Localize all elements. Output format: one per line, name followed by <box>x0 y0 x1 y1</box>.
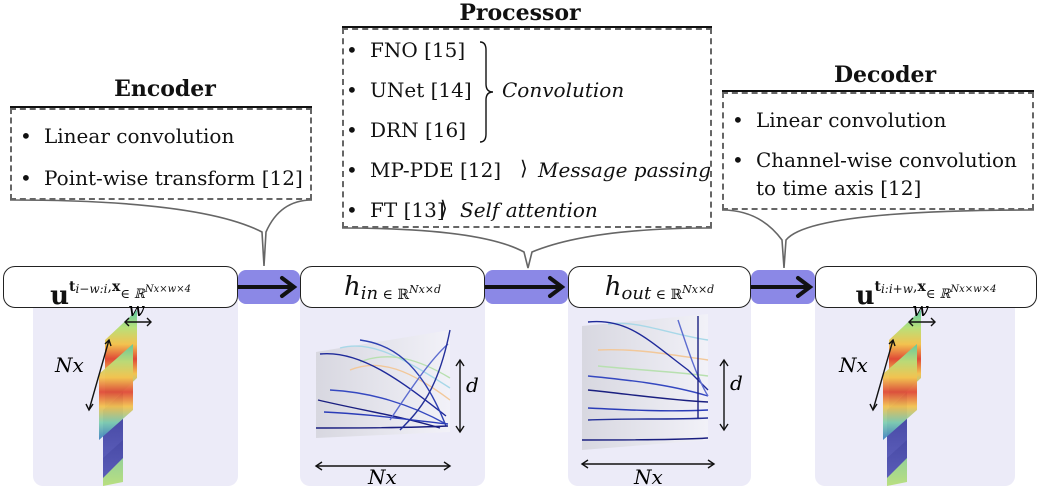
input-u-symbol: u <box>50 281 69 311</box>
processor-group-self-attention: Self attention <box>460 198 598 222</box>
encoder-item-pointwise: Point-wise transform [12] <box>44 166 303 190</box>
input-label: uti−w:i,x∈ ℝNx×w×4 <box>3 266 238 311</box>
arrows <box>236 276 814 298</box>
input-heatmap-stack: w Nx <box>54 300 152 486</box>
output-t-sup: t <box>874 279 881 295</box>
convolution-brace <box>479 41 494 143</box>
encoder-bullet-1: • <box>20 124 32 148</box>
processor-bullet-1: • <box>346 38 358 62</box>
h-out-d-label: d <box>730 371 743 395</box>
processor-title-rule <box>342 26 712 28</box>
encoder-title-rule <box>10 106 312 108</box>
processor-group-message-passing: Message passing <box>538 158 712 182</box>
output-u-symbol: u <box>855 281 875 311</box>
processor-item-drn: DRN [16] <box>370 118 467 142</box>
output-nx-label: Nx <box>838 353 868 377</box>
processor-item-unet: UNet [14] <box>370 78 472 102</box>
decoder-item-time-axis: to time axis [12] <box>756 176 922 200</box>
h-out-nx-label: Nx <box>633 465 663 486</box>
input-t-sup: t <box>68 279 76 295</box>
input-w-label: w <box>128 300 145 321</box>
self-attention-brace: ⟩ <box>440 196 448 220</box>
decoder-title: Decoder <box>833 62 937 88</box>
h-out-space: ∈ ℝ <box>655 287 683 303</box>
processor-bullet-4: • <box>346 158 358 182</box>
h-in-dims: Nx×d <box>408 283 442 296</box>
h-in-d-label: d <box>466 373 479 397</box>
processor-bullet-5: • <box>346 198 358 222</box>
h-in-space: ∈ ℝ <box>382 287 409 303</box>
input-dims: Nx×w×4 <box>144 284 191 295</box>
output-sub: i:i+w <box>880 282 913 296</box>
h-in-sub: in <box>360 283 379 304</box>
output-heatmap-stack: w Nx <box>838 300 936 486</box>
input-space: ∈ ℝ <box>120 287 145 302</box>
processor-item-mppde: MP-PDE [12] <box>370 158 502 182</box>
processor-title: Processor <box>459 0 581 26</box>
encoder-box: • Linear convolution • Point-wise transf… <box>10 108 312 200</box>
output-label: uti:i+w,x∈ ℝNx×w×4 <box>815 266 1037 311</box>
h-in-nx-label: Nx <box>367 465 397 486</box>
callout-lines <box>9 199 1035 269</box>
output-dims: Nx×w×4 <box>950 284 997 295</box>
processor-bullet-2: • <box>346 78 358 102</box>
output-w-label: w <box>912 300 929 321</box>
decoder-bullet-2: • <box>732 148 744 172</box>
decoder-box: • Linear convolution • Channel-wise conv… <box>722 92 1034 210</box>
encoder-title: Encoder <box>114 76 216 102</box>
h-out-plot: Nx d <box>580 314 743 486</box>
processor-box: • FNO [15] • UNet [14] • DRN [16] Convol… <box>342 28 712 228</box>
output-space: ∈ ℝ <box>925 287 951 302</box>
h-out-symbol: h <box>604 272 622 302</box>
decoder-item-channelwise: Channel-wise convolution <box>756 148 1017 172</box>
h-in-label: hin ∈ ℝNx×d <box>300 266 485 308</box>
message-passing-brace: ⟩ <box>520 156 528 180</box>
decoder-title-rule <box>722 90 1034 92</box>
h-in-symbol: h <box>343 272 361 302</box>
encoder-bullet-2: • <box>20 166 32 190</box>
processor-group-convolution: Convolution <box>502 78 625 102</box>
h-out-sub: out <box>621 283 652 304</box>
input-x-sup: x <box>111 279 121 295</box>
processor-bullet-3: • <box>346 118 358 142</box>
decoder-bullet-1: • <box>732 108 744 132</box>
output-x-sup: x <box>917 279 926 295</box>
encoder-item-linear-conv: Linear convolution <box>44 124 235 148</box>
h-in-plot: Nx d <box>314 329 479 486</box>
processor-item-ft: FT [13] <box>370 198 445 222</box>
input-sub: i−w:i <box>75 282 108 296</box>
processor-item-fno: FNO [15] <box>370 38 466 62</box>
decoder-item-linear-conv: Linear convolution <box>756 108 947 132</box>
h-out-label: hout ∈ ℝNx×d <box>568 266 751 308</box>
input-nx-label: Nx <box>54 353 84 377</box>
h-out-dims: Nx×d <box>682 283 715 296</box>
